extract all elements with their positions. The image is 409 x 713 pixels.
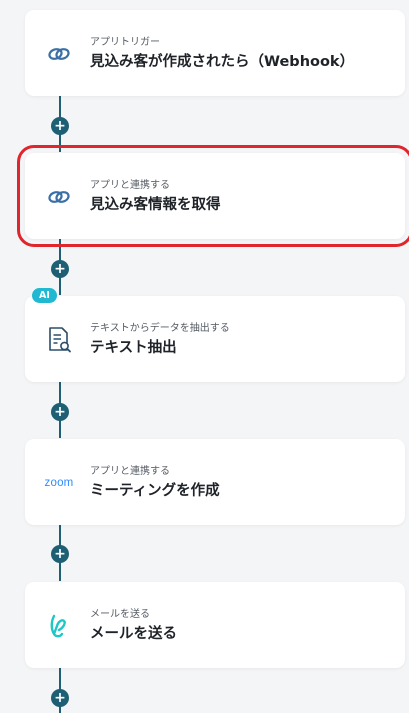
step-category: アプリと連携する [90, 466, 170, 477]
ai-badge: AI [32, 288, 57, 303]
step-title: ミーティングを作成 [90, 483, 220, 499]
flow-step-card-selected[interactable]: アプリと連携する 見込み客情報を取得 [17, 145, 409, 247]
add-step-button[interactable]: + [51, 260, 69, 278]
step-category: アプリトリガー [90, 37, 160, 48]
step-category: テキストからデータを抽出する [90, 323, 230, 334]
zoom-logo-text: zoom [44, 477, 74, 489]
document-search-icon [45, 326, 73, 354]
step-title: テキスト抽出 [90, 340, 177, 356]
step-category: アプリと連携する [90, 180, 170, 191]
flow-step-card[interactable]: AI テキストからデータを抽出する テキスト抽出 [25, 288, 405, 382]
flow-step-card[interactable]: zoom アプリと連携する ミーティングを作成 [25, 439, 405, 525]
add-step-button[interactable]: + [51, 117, 69, 135]
step-title: 見込み客情報を取得 [90, 197, 221, 213]
flow-step-card[interactable]: アプリトリガー 見込み客が作成されたら（Webhook） [25, 10, 405, 96]
add-step-button[interactable]: + [51, 403, 69, 421]
hubspot-link-icon [45, 183, 73, 211]
flow-step-card[interactable]: メールを送る メールを送る [25, 582, 405, 668]
step-title: 見込み客が作成されたら（Webhook） [90, 54, 355, 70]
zoom-logo-icon: zoom [41, 469, 77, 497]
add-step-button[interactable]: + [51, 689, 69, 707]
mail-logo-icon [45, 612, 73, 640]
step-category: メールを送る [90, 609, 150, 620]
step-title: メールを送る [90, 626, 177, 642]
hubspot-link-icon [45, 40, 73, 68]
add-step-button[interactable]: + [51, 545, 69, 563]
